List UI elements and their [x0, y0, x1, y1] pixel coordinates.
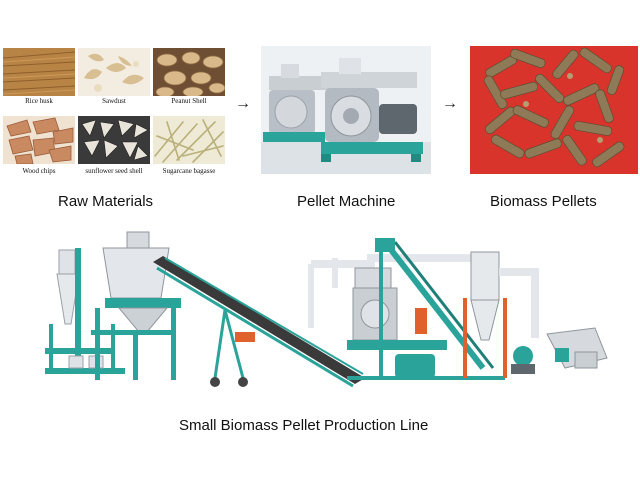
- pellet-machine-label: Pellet Machine: [297, 193, 396, 210]
- sugarcane-bagasse-caption: Sugarcane bagasse: [162, 167, 216, 175]
- peanut-shell-image: [153, 48, 225, 96]
- raw-materials-label: Raw Materials: [58, 193, 154, 210]
- peanut-shell-caption: Peanut Shell: [171, 97, 207, 105]
- sunflower-seed-shell-caption: sunflower seed shell: [85, 167, 143, 175]
- sunflower-seed-shell-image: [78, 116, 150, 164]
- pellet-machine-image: [261, 46, 431, 174]
- wood-chips-image: [3, 116, 75, 164]
- rice-husk-image: [3, 48, 75, 96]
- sawdust-caption: Sawdust: [102, 97, 126, 105]
- arrow-right-icon: →: [442, 95, 458, 112]
- production-line-image: [35, 228, 625, 398]
- arrow-right-icon: →: [235, 95, 251, 112]
- sugarcane-bagasse-image: [153, 116, 225, 164]
- production-line-title: Small Biomass Pellet Production Line: [179, 417, 429, 434]
- sawdust-image: [78, 48, 150, 96]
- biomass-pellets-label: Biomass Pellets: [490, 193, 597, 210]
- biomass-pellets-image: [470, 46, 638, 174]
- rice-husk-caption: Rice husk: [25, 97, 53, 105]
- wood-chips-caption: Wood chips: [22, 167, 56, 175]
